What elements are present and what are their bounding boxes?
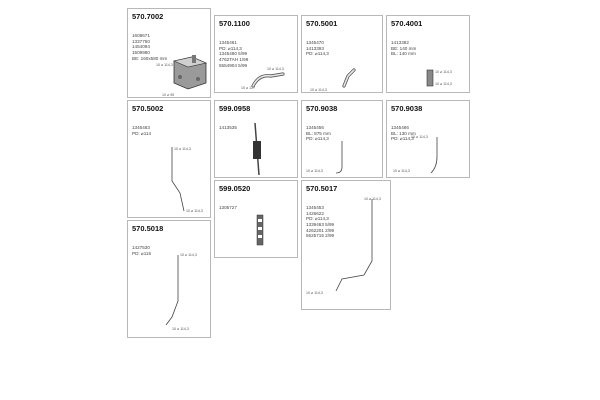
dimension-label: 10 ⌀ 114,3 (364, 197, 381, 201)
dimension-label: 10 ⌀ 114,3 (156, 63, 173, 67)
dimension-label: 10 ⌀ 114,3 (174, 147, 191, 151)
curved-pipe-drawing (430, 137, 438, 174)
part-card-599-0958[interactable]: 599.0958 1413535 (214, 100, 298, 178)
long-pipe-drawing (165, 255, 179, 326)
bent-pipe-drawing (251, 72, 285, 88)
dimension-label: 10 ⌀ 114,3 (267, 67, 284, 71)
part-number: 570.1100 (219, 19, 250, 28)
dimension-label: 10 ⌀ 114,3 (306, 169, 323, 173)
dimension-label: 10 ⌀ 114,3 (435, 82, 452, 86)
short-pipe-drawing (426, 69, 434, 87)
part-number: 570.5018 (132, 224, 164, 233)
part-card-599-0520[interactable]: 599.0520 1305727 (214, 180, 298, 258)
silencer-drawing (173, 55, 207, 90)
dimension-label: 10 ⌀ 95 (162, 93, 175, 97)
dimension-label: 10 ⌀ 114,3 (411, 135, 428, 139)
part-number: 570.7002 (132, 12, 164, 21)
dimension-label: 10 ⌀ 114,3 (180, 253, 197, 257)
vertical-pipe-drawing (335, 141, 343, 174)
flex-hose-drawing (253, 122, 261, 176)
long-pipe-drawing (171, 147, 185, 212)
part-number: 599.0520 (219, 184, 251, 193)
bracket-drawing (256, 214, 264, 246)
part-number: 570.9038 (391, 104, 423, 113)
dimension-label: 10 ⌀ 114,3 (393, 169, 410, 173)
dimension-label: 10 ⌀ 114,3 (306, 291, 323, 295)
part-number: 570.9038 (306, 104, 338, 113)
dimension-label: 10 ⌀ 114,3 (172, 327, 189, 331)
part-info: 1305727 (219, 205, 237, 211)
part-info: 1413535 (219, 125, 237, 131)
pipe-elbow-drawing (342, 68, 356, 88)
part-number: 570.5017 (306, 184, 338, 193)
part-number: 599.0958 (219, 104, 251, 113)
dimension-label: 10 ⌀ 114,3 (186, 209, 203, 213)
dimension-label: 10 ⌀ 127 (241, 86, 256, 90)
part-number: 570.5001 (306, 19, 338, 28)
dimension-label: 10 ⌀ 114,3 (435, 70, 452, 74)
tall-pipe-drawing (335, 199, 373, 292)
part-number: 570.4001 (391, 19, 423, 28)
dimension-label: 10 ⌀ 114,3 (310, 88, 327, 92)
part-number: 570.5002 (132, 104, 164, 113)
